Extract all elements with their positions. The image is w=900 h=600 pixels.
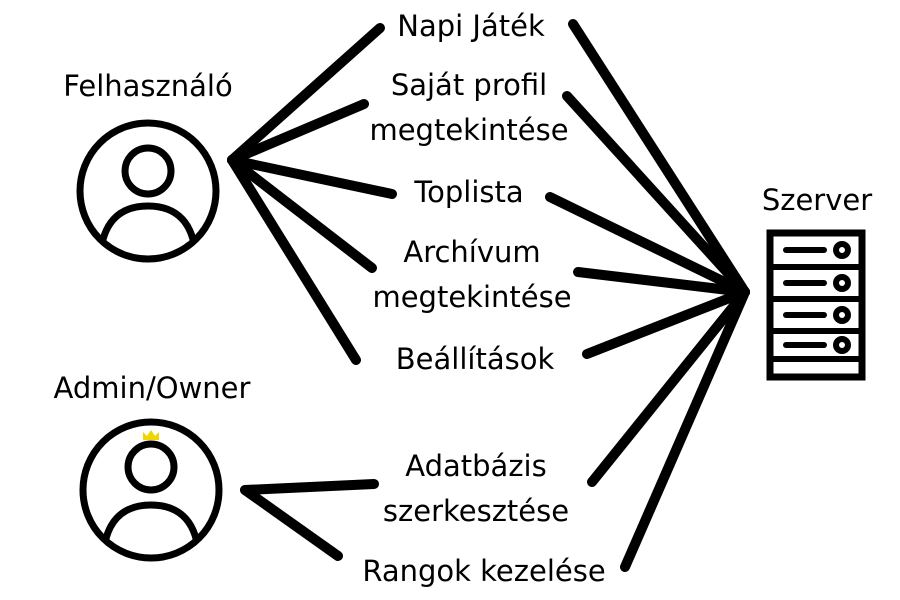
feature-settings: Beállítások [395,342,555,376]
edge-toplist-server [545,192,750,297]
edge-db-edit-server [587,287,750,487]
edge-admin-db-edit [240,479,379,495]
admin-user-with-crown-icon [79,418,223,562]
feature-daily-game: Napi Játék [397,9,545,43]
edge-archive-server [573,267,750,297]
edge-user-toplist [227,155,397,199]
edge-admin-ranks [240,485,343,561]
edge-ranks-server [620,287,750,572]
feature-own-profile-line1: Saját profil [390,68,548,102]
feature-toplist: Toplista [414,175,524,209]
feature-db-edit-line2: szerkesztése [382,494,570,528]
feature-ranks: Rangok kezelése [362,554,606,588]
edge-settings-server [582,287,750,359]
feature-db-edit-line1: Adatbázis [405,449,547,483]
user-actor-label: Felhasználó [63,69,233,103]
feature-own-profile-line2: megtekintése [369,113,569,147]
edge-user-settings [227,155,361,365]
crown-icon [143,430,159,440]
edge-daily-game-server [568,19,750,297]
admin-actor-label: Admin/Owner [53,371,251,405]
feature-archive-line2: megtekintése [372,280,572,314]
edge-own-profile-server [562,91,750,297]
edge-user-archive [227,155,377,273]
user-circle-icon [76,119,220,263]
edge-user-own-profile [227,99,369,165]
feature-archive-line1: Archívum [403,235,541,269]
server-rack-icon [766,229,866,381]
edge-user-daily-game [227,23,385,165]
server-actor-label: Szerver [761,183,873,217]
